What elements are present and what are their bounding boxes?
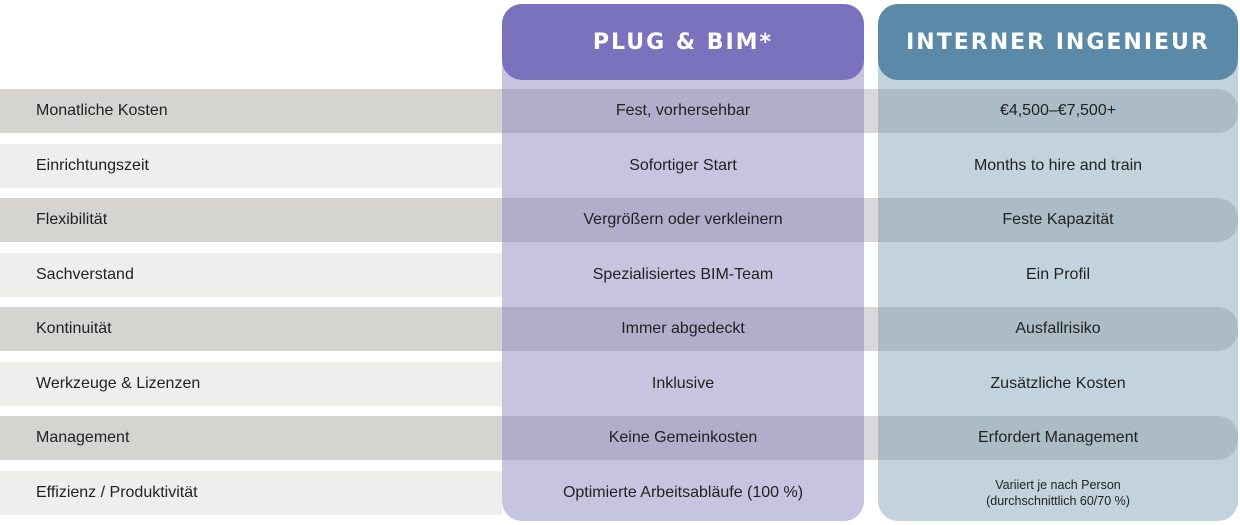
row-label: Einrichtungszeit [36,156,149,174]
intern-value: €4,500–€7,500+ [999,102,1117,119]
plug-value: Optimierte Arbeitsabläufe (100 %) [562,483,804,501]
intern-column-header: INTERNER INGENIEUR [878,4,1238,80]
intern-value: Months to hire and train [973,156,1143,174]
table-rows: Monatliche Kosten Fest, vorhersehbar €4,… [0,89,1240,515]
plug-value: Fest, vorhersehbar [615,102,751,119]
row-label: Management [36,429,130,446]
table-row: Monatliche Kosten Fest, vorhersehbar €4,… [0,89,1240,133]
table-row: Kontinuität Immer abgedeckt Ausfallrisik… [0,307,1240,351]
table-row: Flexibilität Vergrößern oder verkleinern… [0,198,1240,242]
row-label: Sachverstand [36,265,134,283]
row-label: Flexibilität [36,211,108,228]
plug-column-background [502,4,864,521]
plug-value: Vergrößern oder verkleinern [583,211,783,228]
plug-value: Immer abgedeckt [621,320,745,337]
intern-value: Zusätzliche Kosten [990,374,1126,392]
row-label: Monatliche Kosten [36,102,168,119]
table-row: Sachverstand Spezialisiertes BIM-Team Ei… [0,252,1240,297]
table-row: Effizienz / Produktivität Optimierte Arb… [0,470,1240,515]
table-row: Einrichtungszeit Sofortiger Start Months… [0,143,1240,188]
plug-value: Keine Gemeinkosten [608,429,758,446]
plug-column-header: PLUG & BIM* [502,4,864,80]
row-label: Kontinuität [36,320,112,337]
plug-value: Sofortiger Start [629,156,737,174]
intern-value: Variiert je nach Person (durchschnittlic… [986,477,1130,508]
intern-column-background [878,4,1238,521]
table-row: Werkzeuge & Lizenzen Inklusive Zusätzlic… [0,361,1240,406]
plug-value: Spezialisiertes BIM-Team [592,265,774,283]
intern-value: Erfordert Management [977,429,1139,446]
intern-value: Feste Kapazität [1002,211,1114,228]
intern-value: Ein Profil [1025,265,1091,283]
row-label: Werkzeuge & Lizenzen [36,374,201,392]
table-row: Management Keine Gemeinkosten Erfordert … [0,416,1240,460]
plug-value: Inklusive [651,374,715,392]
intern-value: Ausfallrisiko [1015,320,1101,337]
row-label: Effizienz / Produktivität [36,483,198,501]
